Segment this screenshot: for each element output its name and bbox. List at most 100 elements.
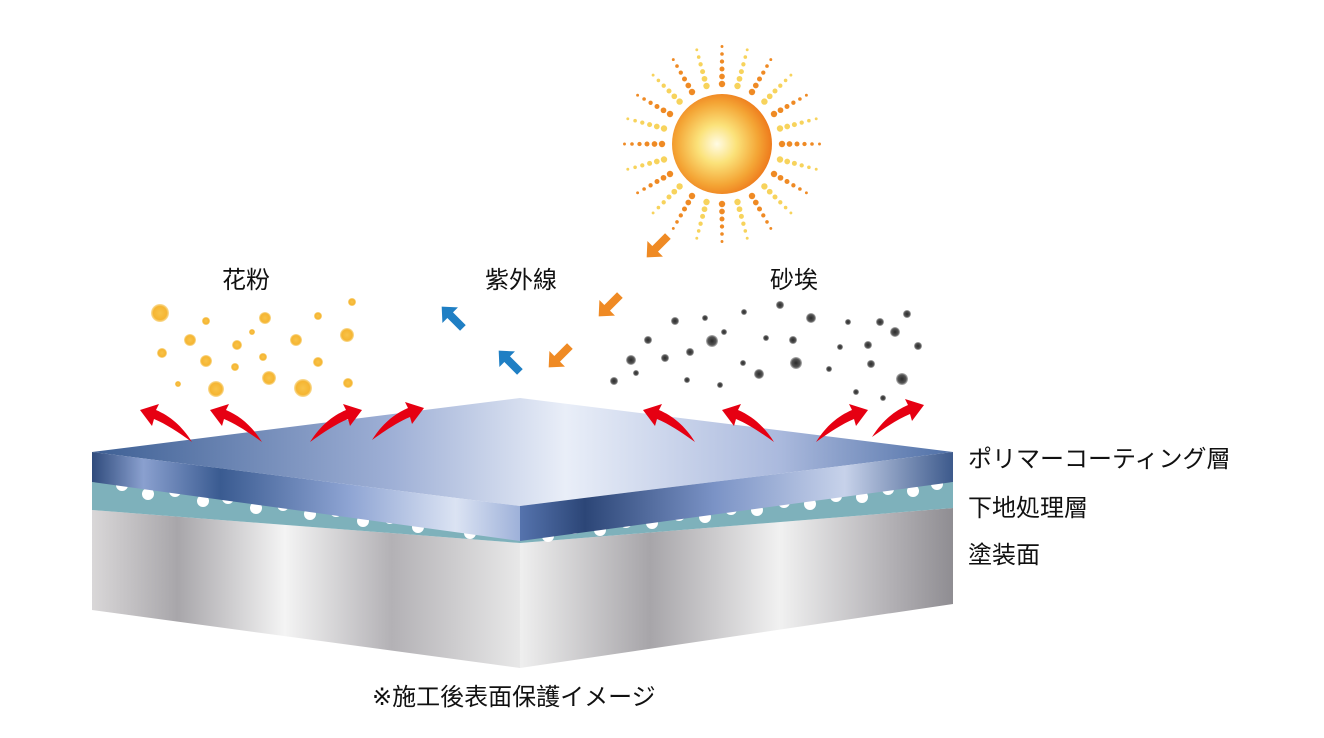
sun-ray-dot bbox=[718, 80, 726, 88]
sun-ray-dot bbox=[666, 170, 674, 178]
pollen-particle bbox=[175, 381, 181, 387]
sun-ray-dot bbox=[741, 221, 746, 226]
arrow-icon bbox=[441, 306, 466, 331]
sun-ray-dot bbox=[637, 141, 642, 147]
pollen-particle bbox=[208, 381, 224, 397]
sun-ray-dot bbox=[784, 104, 790, 109]
sun-ray-dot bbox=[623, 142, 626, 146]
sun-ray-dot bbox=[656, 205, 661, 210]
dust-particle bbox=[702, 315, 708, 321]
dust-particle bbox=[876, 318, 884, 326]
sun-ray-dot bbox=[718, 200, 726, 208]
sun-ray-dot bbox=[789, 211, 793, 215]
sun-ray-dot bbox=[748, 192, 756, 200]
sun-ray-dot bbox=[752, 199, 759, 206]
sun-ray-dot bbox=[642, 97, 646, 101]
sun-ray-dot bbox=[761, 98, 768, 105]
sun-ray-dot bbox=[654, 179, 660, 184]
uv-incoming-arrows bbox=[548, 233, 671, 368]
sun-ray-dot bbox=[778, 140, 786, 148]
sun-ray-dot bbox=[720, 52, 724, 56]
dust-particle bbox=[671, 317, 679, 325]
sun-ray-dot bbox=[700, 69, 706, 75]
sun-ray-dot bbox=[648, 100, 653, 105]
sun-ray-dot bbox=[807, 165, 811, 170]
paint-surface-layer bbox=[92, 508, 953, 668]
pollen-particle bbox=[313, 357, 323, 367]
pollen-particle bbox=[184, 334, 196, 346]
sun-ray-dot bbox=[685, 199, 692, 206]
sun-ray-dot bbox=[640, 120, 645, 125]
dust-particle bbox=[867, 360, 875, 368]
arrow-icon bbox=[310, 404, 362, 442]
sun-ray-dot bbox=[719, 224, 725, 229]
label-polymer-coating-layer: ポリマーコーティング層 bbox=[968, 445, 1231, 473]
dust-particle bbox=[763, 335, 769, 341]
arrow-icon bbox=[646, 233, 671, 258]
base-dot bbox=[907, 485, 919, 497]
dust-particle bbox=[644, 336, 652, 344]
sun-ray-dot bbox=[814, 167, 818, 171]
pollen-particle bbox=[202, 317, 210, 325]
sun-ray-dot bbox=[777, 174, 784, 181]
pollen-particle bbox=[294, 379, 312, 397]
dust-particle bbox=[754, 369, 764, 379]
label-dust: 砂埃 bbox=[770, 266, 818, 294]
arrow-icon bbox=[548, 343, 573, 368]
pollen-particle bbox=[340, 328, 354, 342]
dust-particle bbox=[740, 360, 746, 366]
sun-ray-dot bbox=[719, 208, 725, 215]
sun-ray-dot bbox=[772, 194, 778, 200]
pollen-particle bbox=[200, 355, 212, 367]
dust-particle bbox=[826, 366, 832, 372]
sun-ray-dot bbox=[636, 93, 640, 97]
sun-ray-dot bbox=[701, 206, 708, 213]
dust-particle bbox=[845, 319, 851, 325]
sun-ray-dot bbox=[804, 191, 808, 195]
sun-ray-dot bbox=[666, 194, 672, 200]
sun-ray-dot bbox=[784, 179, 790, 184]
sun-ray-dot bbox=[682, 206, 687, 212]
dust-particle bbox=[686, 348, 694, 356]
sun-ray-dot bbox=[772, 88, 778, 94]
sun-ray-dot bbox=[675, 64, 679, 68]
arrow-icon bbox=[643, 404, 695, 442]
sun-ray-dot bbox=[745, 48, 749, 52]
dust-particle bbox=[741, 309, 747, 315]
sun-ray-dot bbox=[696, 55, 701, 59]
sun-ray-dot bbox=[791, 122, 797, 128]
sun-ray-dot bbox=[791, 100, 796, 105]
pollen-particle bbox=[259, 312, 271, 324]
sun-ray-dot bbox=[675, 220, 679, 224]
arrow-icon bbox=[498, 350, 523, 375]
pollen-particle bbox=[290, 334, 302, 346]
sun-ray-dot bbox=[748, 88, 756, 96]
sun-ray-dot bbox=[660, 174, 667, 181]
sun-ray-dot bbox=[666, 88, 672, 94]
arrow-icon bbox=[872, 399, 924, 437]
arrow-icon bbox=[816, 404, 868, 442]
caption: ※施工後表面保護イメージ bbox=[372, 683, 656, 711]
sun-ray-dot bbox=[814, 117, 818, 121]
sun-icon bbox=[623, 45, 821, 243]
label-base-treatment-layer: 下地処理層 bbox=[968, 494, 1088, 522]
sun-ray-dot bbox=[656, 78, 661, 83]
sun-ray-dot bbox=[685, 82, 692, 89]
sun-ray-dot bbox=[738, 213, 744, 219]
sun-ray-dot bbox=[791, 160, 797, 166]
dust-particle bbox=[721, 329, 727, 335]
dust-particle bbox=[837, 344, 843, 350]
pollen-particle bbox=[262, 371, 276, 385]
sun-ray-dot bbox=[766, 93, 773, 100]
sun-ray-dot bbox=[802, 141, 807, 147]
sun-ray-dot bbox=[647, 160, 653, 166]
sun-ray-dot bbox=[789, 73, 793, 77]
sun-ray-dot bbox=[696, 229, 701, 233]
sun-ray-dot bbox=[660, 125, 668, 132]
sun-ray-dot bbox=[701, 75, 708, 82]
dust-particle bbox=[864, 341, 872, 349]
sun-ray-dot bbox=[719, 73, 725, 80]
sun-ray-dot bbox=[698, 62, 703, 67]
dust-particle bbox=[806, 313, 816, 323]
base-dot bbox=[197, 495, 209, 507]
